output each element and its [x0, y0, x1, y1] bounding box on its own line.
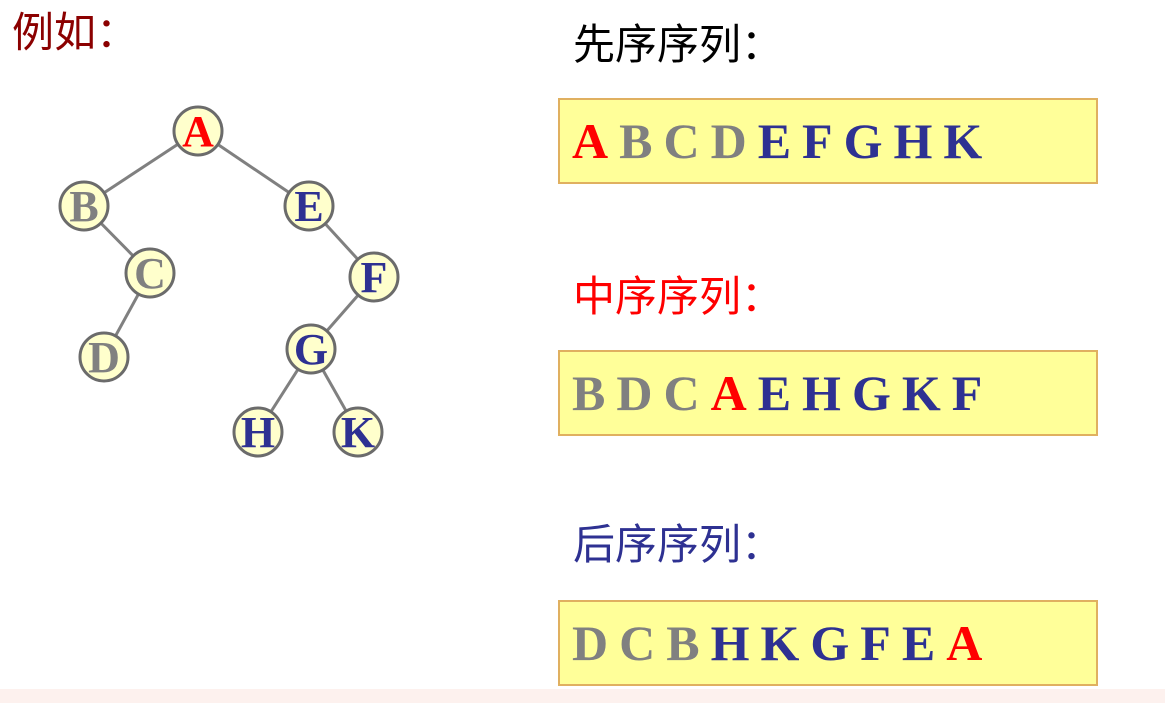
tree-node-circle: [58, 180, 110, 232]
tree-node-circle: [348, 251, 400, 303]
sequence-letter: G: [851, 365, 891, 421]
sequence-letter: F: [860, 615, 891, 671]
tree-node-label: E: [294, 182, 323, 231]
tree-node-circle: [285, 323, 337, 375]
tree-node-F: F: [348, 251, 400, 303]
sequence-letter: D: [710, 113, 747, 169]
sequence-letter: B: [619, 113, 653, 169]
sequence-letter: D: [572, 615, 609, 671]
sequence-letter: C: [619, 615, 656, 671]
sequence-letter: H: [710, 615, 750, 671]
sequence-letter: K: [901, 365, 941, 421]
tree-node-label: C: [134, 249, 166, 298]
sequence-letter: B: [572, 365, 606, 421]
tree-node-circle: [124, 247, 176, 299]
tree-node-circle: [283, 180, 335, 232]
sequence-letter: A: [572, 113, 609, 169]
tree-node-label: B: [69, 182, 98, 231]
sequence-letter: C: [663, 365, 700, 421]
sequence-letter: D: [616, 365, 653, 421]
tree-node-label: A: [182, 107, 214, 156]
tree-node-G: G: [285, 323, 337, 375]
preorder-title: 先序序列：: [573, 20, 784, 69]
sequence-letter: K: [943, 113, 983, 169]
tree-node-circle: [172, 105, 224, 157]
sequence-letter: F: [951, 365, 983, 421]
tree-node-circle: [232, 406, 284, 458]
tree-node-K: K: [332, 406, 384, 458]
sequence-letter: E: [901, 615, 936, 671]
example-label: 例如：: [12, 8, 139, 57]
sequence-letter: C: [663, 113, 700, 169]
tree-node-D: D: [78, 331, 130, 383]
sequence-letter: A: [946, 615, 983, 671]
sequence-letter: A: [710, 365, 747, 421]
bottom-band: [0, 689, 1165, 703]
sequence-letter: E: [757, 365, 792, 421]
sequence-letter: H: [893, 113, 933, 169]
tree-node-label: D: [88, 333, 120, 382]
tree-node-H: H: [232, 406, 284, 458]
tree-node-B: B: [58, 180, 110, 232]
tree-node-circle: [332, 406, 384, 458]
sequence-letter: G: [843, 113, 883, 169]
postorder-title: 后序序列：: [573, 520, 784, 569]
tree-node-E: E: [283, 180, 335, 232]
sequence-letter: B: [666, 615, 700, 671]
sequence-letter: H: [802, 365, 841, 421]
tree-node-label: H: [241, 408, 275, 457]
tree-node-label: G: [294, 325, 328, 374]
inorder-title: 中序序列：: [573, 272, 784, 321]
sequence-letter: F: [802, 113, 833, 169]
sequence-letter: G: [810, 615, 850, 671]
tree-node-label: F: [361, 253, 388, 302]
tree-node-circle: [78, 331, 130, 383]
sequence-letter: K: [760, 615, 800, 671]
tree-node-A: A: [172, 105, 224, 157]
tree-node-C: C: [124, 247, 176, 299]
tree-node-label: K: [341, 408, 375, 457]
sequence-letter: E: [757, 113, 792, 169]
